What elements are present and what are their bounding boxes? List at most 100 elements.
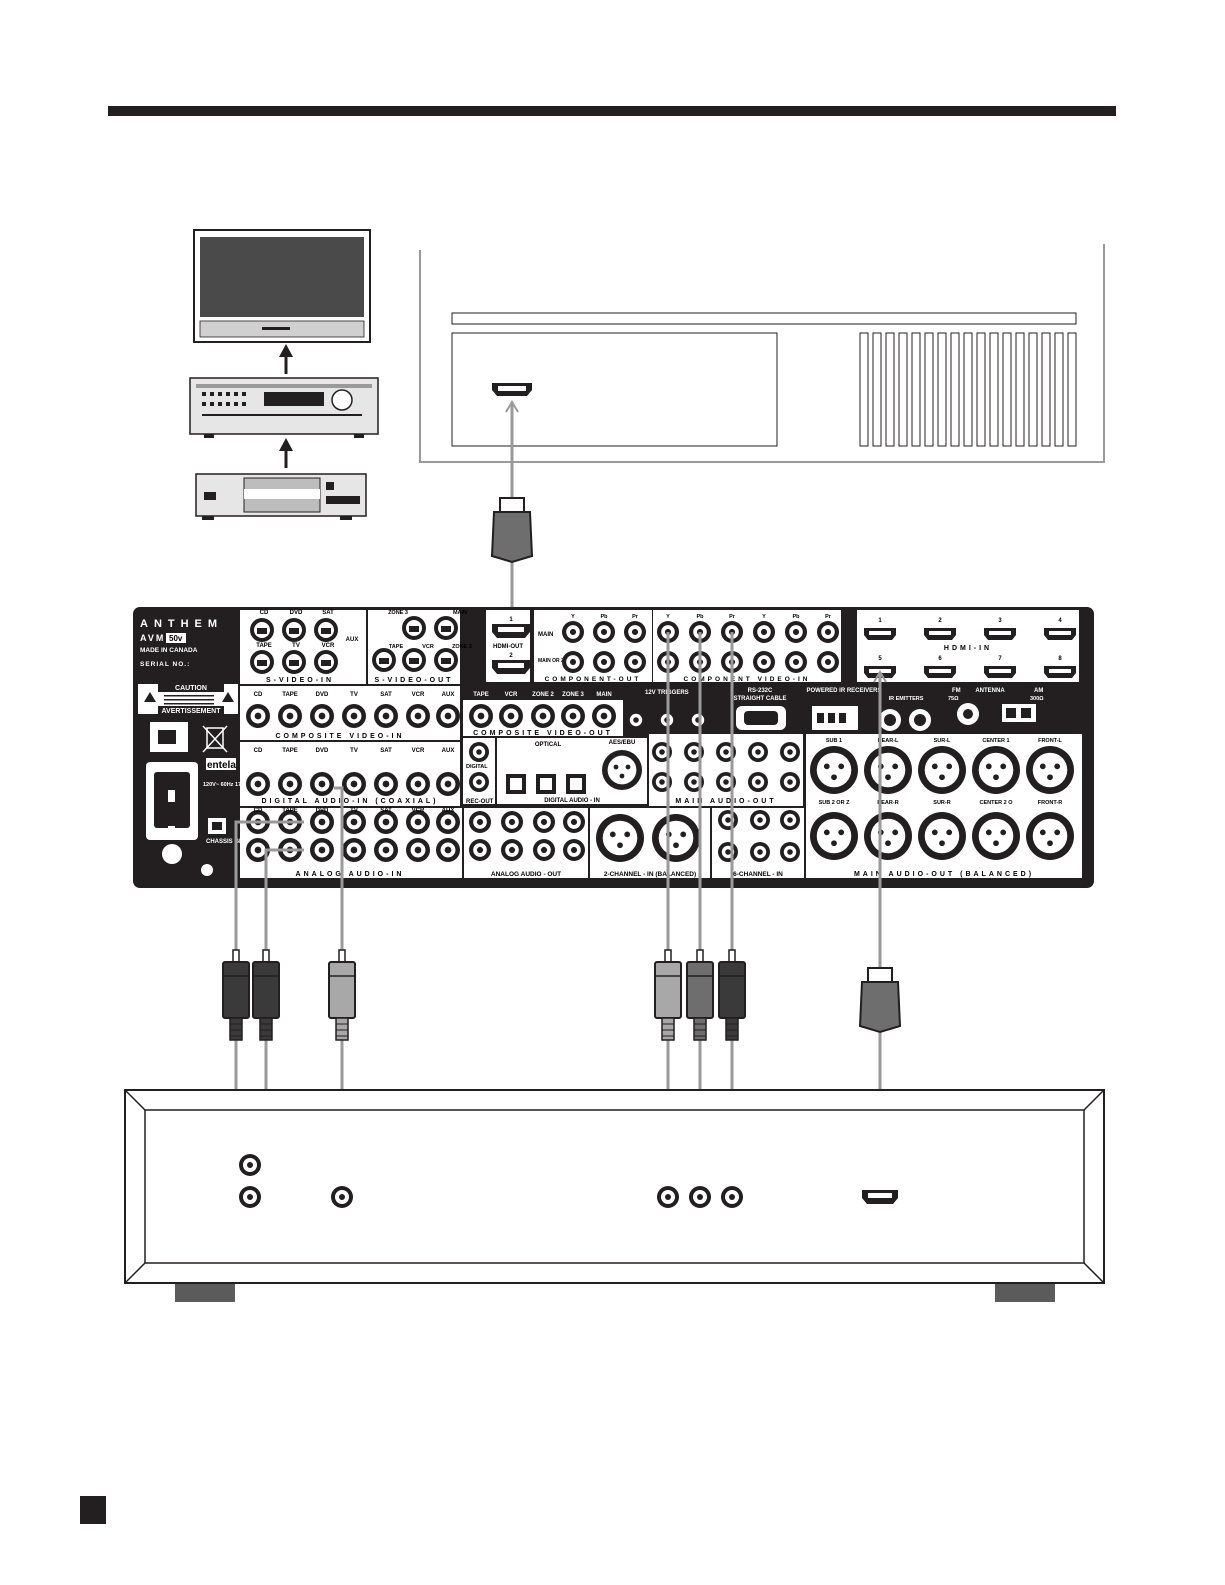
coax-in-jack [246,772,270,796]
balanced-out-xlr-jack [864,746,912,794]
six-channel-jack [780,842,800,862]
main-audio-out-jack [748,742,768,762]
balanced-out-xlr-jack [1026,746,1074,794]
digital-jack [469,742,489,762]
composite-source-label: DVD [316,692,329,698]
vent-slot [1041,332,1051,447]
source-hdmi-port [862,1190,898,1204]
svideo-out-jack [402,648,426,672]
vent-slot [924,332,934,447]
arrow-up-icon [279,344,293,374]
hdmi-in-port [1044,666,1076,678]
composite-source-label: CD [254,692,263,698]
component-out-jack [593,621,615,643]
balanced-out-xlr-jack [810,746,858,794]
component-out-jack [624,651,646,673]
coax-in-jack [436,772,460,796]
analog-in-jack [436,838,460,862]
header-rule [108,106,1116,116]
ir-emitters-label: IR EMITTERS [889,696,924,702]
composite-out-label: ZONE 2 [532,692,554,698]
tv-icon [193,229,371,343]
hdmi-in-number: 2 [938,618,942,624]
coax-source-label: CD [254,748,263,754]
rec-out-jack [469,772,489,792]
analog-out-jack [533,811,555,833]
hdmi-in-number: 8 [1058,656,1062,662]
hdmi-out-number: 2 [509,653,513,659]
source-component [124,1089,1105,1302]
analog-out-jack [533,839,555,861]
source-component-pb-jack [689,1186,711,1208]
composite-out-label: ZONE 3 [562,692,584,698]
hdmi-in-number: 6 [938,656,942,662]
entela-label: entela [207,760,236,771]
balanced-top-label: SUR-L [934,738,951,744]
six-channel-jack [750,810,770,830]
composite-out-label: TAPE [473,692,489,698]
composite-in-jack [436,704,460,728]
power-rating-label: 120V~ 60Hz 170W MAX [203,782,263,788]
vent-slot [963,332,973,447]
vent-slot [859,332,869,447]
balanced-out-xlr-jack [918,812,966,860]
svideo-in-label: S-VIDEO-IN [266,677,334,684]
component-col-label: Y [571,614,575,620]
svideo-out-label: ZONE 3 [388,610,408,616]
two-channel-xlr-jack [652,814,700,862]
component-y-plug [654,949,682,1041]
brand-label: ANTHEM [140,618,223,630]
coax-source-label: VCR [412,748,425,754]
composite-out-jack [499,704,523,728]
coax-in-jack [278,772,302,796]
hdmi-in-number: 7 [998,656,1002,662]
balanced-top-label: FRONT-L [1038,738,1062,744]
two-channel-xlr-jack [596,814,644,862]
vent-slot [1015,332,1025,447]
svideo-in-source-label: SAT [322,610,334,616]
six-channel-jack [718,842,738,862]
component-pb-plug [686,949,714,1041]
svideo-in-jack [250,650,274,674]
hdmi-in-port [924,628,956,640]
analog-source-label: VCR [412,808,425,814]
svideo-in-source-label: CD [260,610,269,616]
foot-right [995,1284,1055,1302]
hdmi-in-number: 4 [1058,618,1062,624]
analog-in-jack [310,810,334,834]
svideo-out-jack [402,616,426,640]
composite-out-jack [561,704,585,728]
composite-in-jack [406,704,430,728]
analog-out-jack [563,839,585,861]
svideo-in-source-label: AUX [346,637,359,643]
component-col-label: Y [762,614,766,620]
component-out-jack [562,621,584,643]
hdmi-in-port [984,628,1016,640]
coax-plug [328,949,356,1041]
fm-ohm-label: 75Ω [948,696,959,702]
chassis-ground-label: CHASSIS GROUND [206,839,262,845]
vent-slot [1002,332,1012,447]
analog-in-jack [374,838,398,862]
hdmi-in-label: HDMI-IN [944,645,992,652]
component-in-jack [817,621,839,643]
component-out-jack [593,651,615,673]
hdmi-out-label: HDMI-OUT [493,644,523,650]
hdmi-in-port [924,666,956,678]
caution-label: CAUTION [175,685,207,692]
coax-in-jack [342,772,366,796]
am-ohm-label: 300Ω [1030,696,1044,702]
component-out-main-label: MAIN [538,632,553,638]
composite-in-jack [374,704,398,728]
component-out-label: COMPONENT-OUT [545,676,642,683]
svideo-out-label: MAIN [453,610,467,616]
arrow-up-icon [279,438,293,468]
analog-in-jack [246,838,270,862]
analog-out-jack [501,839,523,861]
hdmi-out-2-port [492,660,530,674]
analog-source-label: CD [254,808,263,814]
analog-out-jack [469,811,491,833]
source-jacks [239,1154,743,1208]
vent-slot [898,332,908,447]
